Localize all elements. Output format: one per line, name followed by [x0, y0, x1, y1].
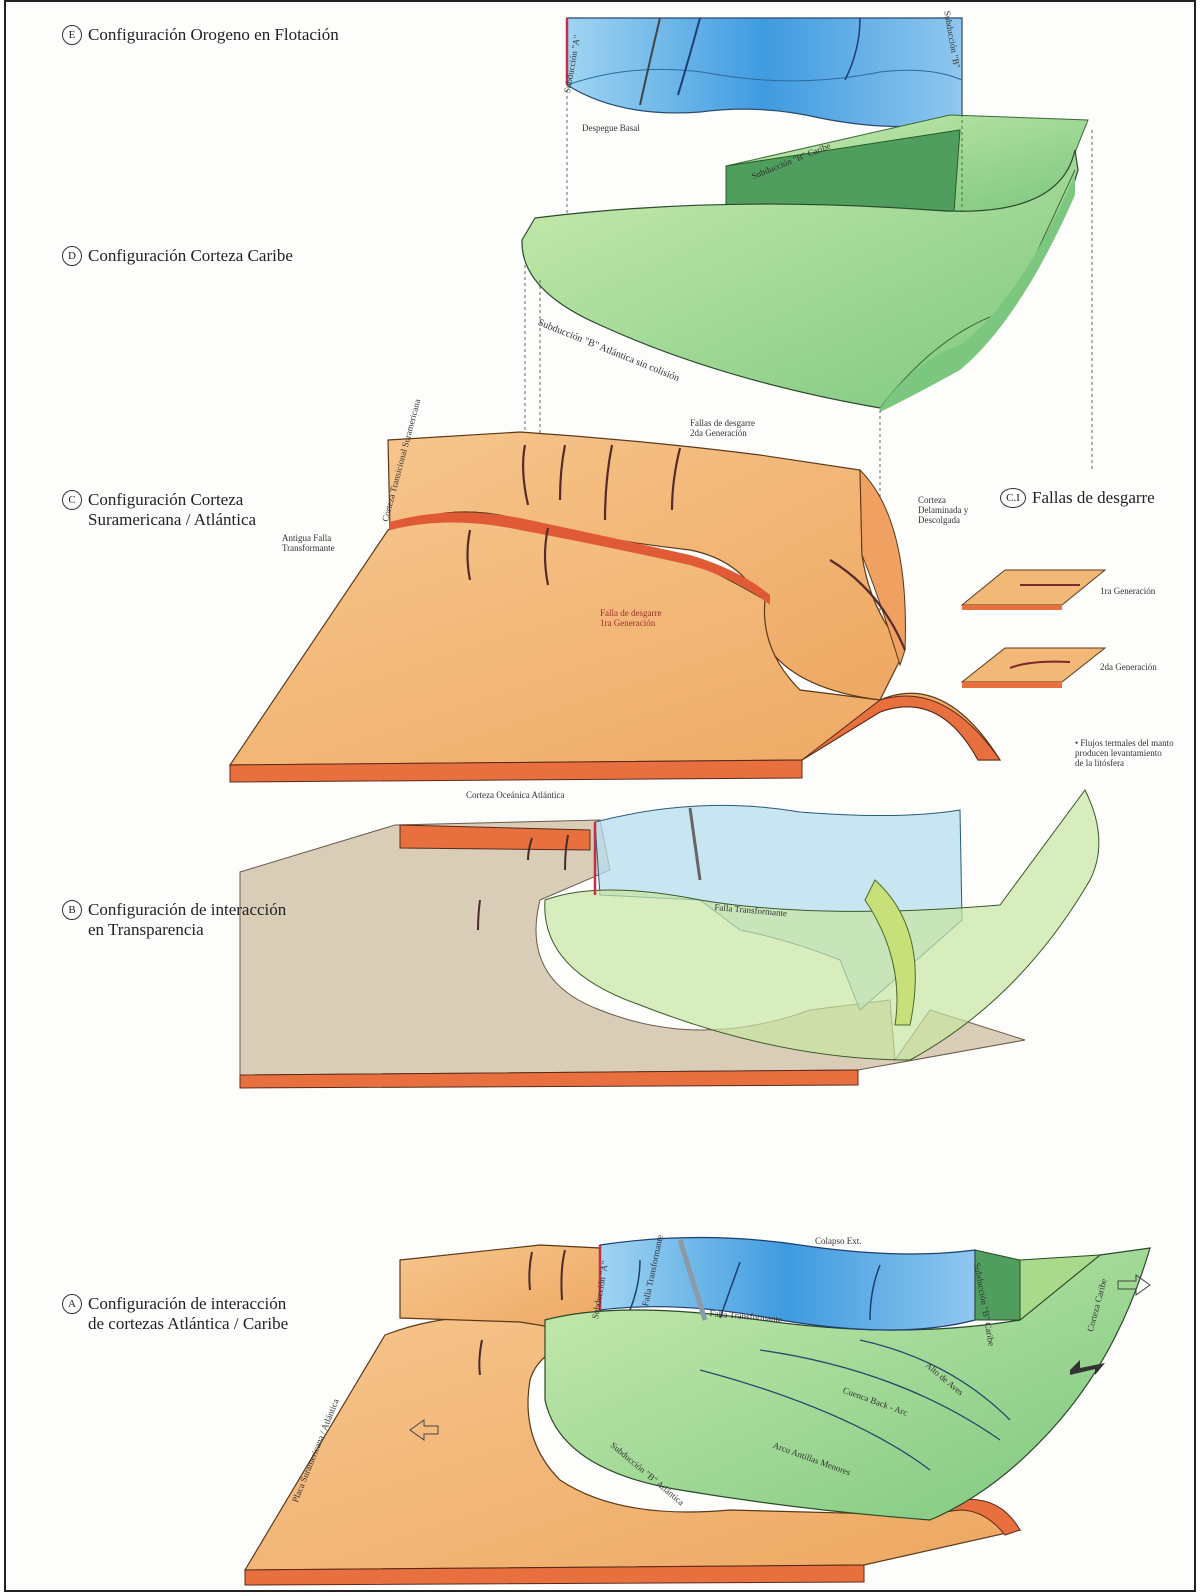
panel-d-title-text: Configuración Corteza Caribe [88, 246, 293, 265]
panel-b-letter: B [62, 900, 82, 920]
panel-b-transparency [240, 790, 1099, 1088]
label-falla-desgarre-1ra: Falla de desgarre 1ra Generación [600, 608, 661, 628]
label-flujos-termales: • Flujos termales del manto producen lev… [1075, 738, 1174, 768]
panel-ci-blocks [962, 570, 1105, 688]
label-gen-1ra: 1ra Generación [1100, 586, 1155, 596]
panel-e-orogen [567, 18, 962, 127]
panel-e-title-text: Configuración Orogeno en Flotación [88, 25, 339, 44]
label-gen-2da: 2da Generación [1100, 662, 1157, 672]
panel-c-letter: C [62, 490, 82, 510]
label-corteza-delaminada: Corteza Delaminada y Descolgada [918, 495, 968, 525]
panel-a-letter: A [62, 1294, 82, 1314]
label-fallas-desgarre-2da: Fallas de desgarre 2da Generación [690, 418, 755, 438]
panel-ci-title-text: Fallas de desgarre [1032, 488, 1155, 507]
panel-a-title: A Configuración de interacción de corteza… [62, 1274, 288, 1334]
panel-c-crust [230, 432, 1000, 782]
panel-a-title-text: Configuración de interacción de cortezas… [88, 1294, 288, 1334]
label-corteza-oceanica: Corteza Oceánica Atlántica [466, 790, 564, 800]
panel-d-letter: D [62, 246, 82, 266]
label-despegue-basal: Despegue Basal [582, 123, 640, 133]
panel-a-interaction [245, 1238, 1150, 1586]
panel-c-title-text: Configuración Corteza Suramericana / Atl… [88, 490, 256, 530]
label-antigua-falla: Antigua Falla Transformante [282, 533, 335, 553]
panel-d-title: D Configuración Corteza Caribe [62, 226, 293, 266]
panel-e-title: E Configuración Orogeno en Flotación [62, 5, 339, 45]
panel-b-title: B Configuración de interacción en Transpa… [62, 880, 286, 940]
panel-b-title-text: Configuración de interacción en Transpar… [88, 900, 286, 940]
label-colapso-ext: Colapso Ext. [815, 1236, 862, 1246]
panel-ci-letter: C.I [1000, 488, 1026, 508]
panel-e-letter: E [62, 25, 82, 45]
panel-ci-title: C.I Fallas de desgarre [1000, 468, 1155, 508]
panel-c-title: C Configuración Corteza Suramericana / At… [62, 470, 256, 530]
